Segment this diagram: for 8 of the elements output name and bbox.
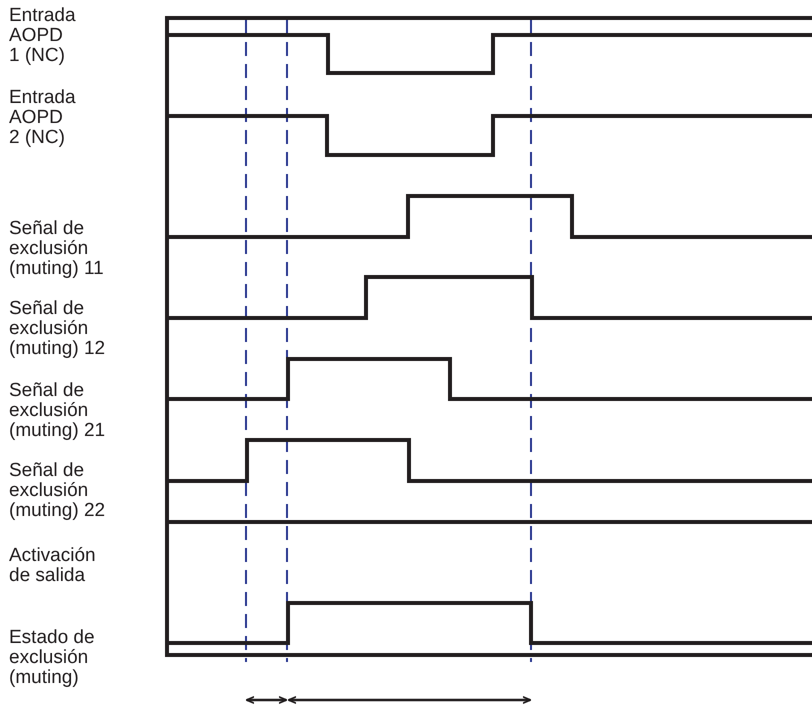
signal-label: Estado de exclusión (muting) [9, 628, 96, 688]
signal-label: Señal de exclusión (muting) 22 [9, 461, 106, 521]
signal-label: Activación de salida [9, 546, 97, 586]
signal-label: Entrada AOPD 2 (NC) [9, 88, 77, 148]
signal-label: Entrada AOPD 1 (NC) [9, 6, 77, 66]
signal-label: Señal de exclusión (muting) 12 [9, 299, 106, 359]
signal-label: Señal de exclusión (muting) 11 [9, 219, 105, 279]
signal-label: Señal de exclusión (muting) 21 [9, 381, 106, 441]
